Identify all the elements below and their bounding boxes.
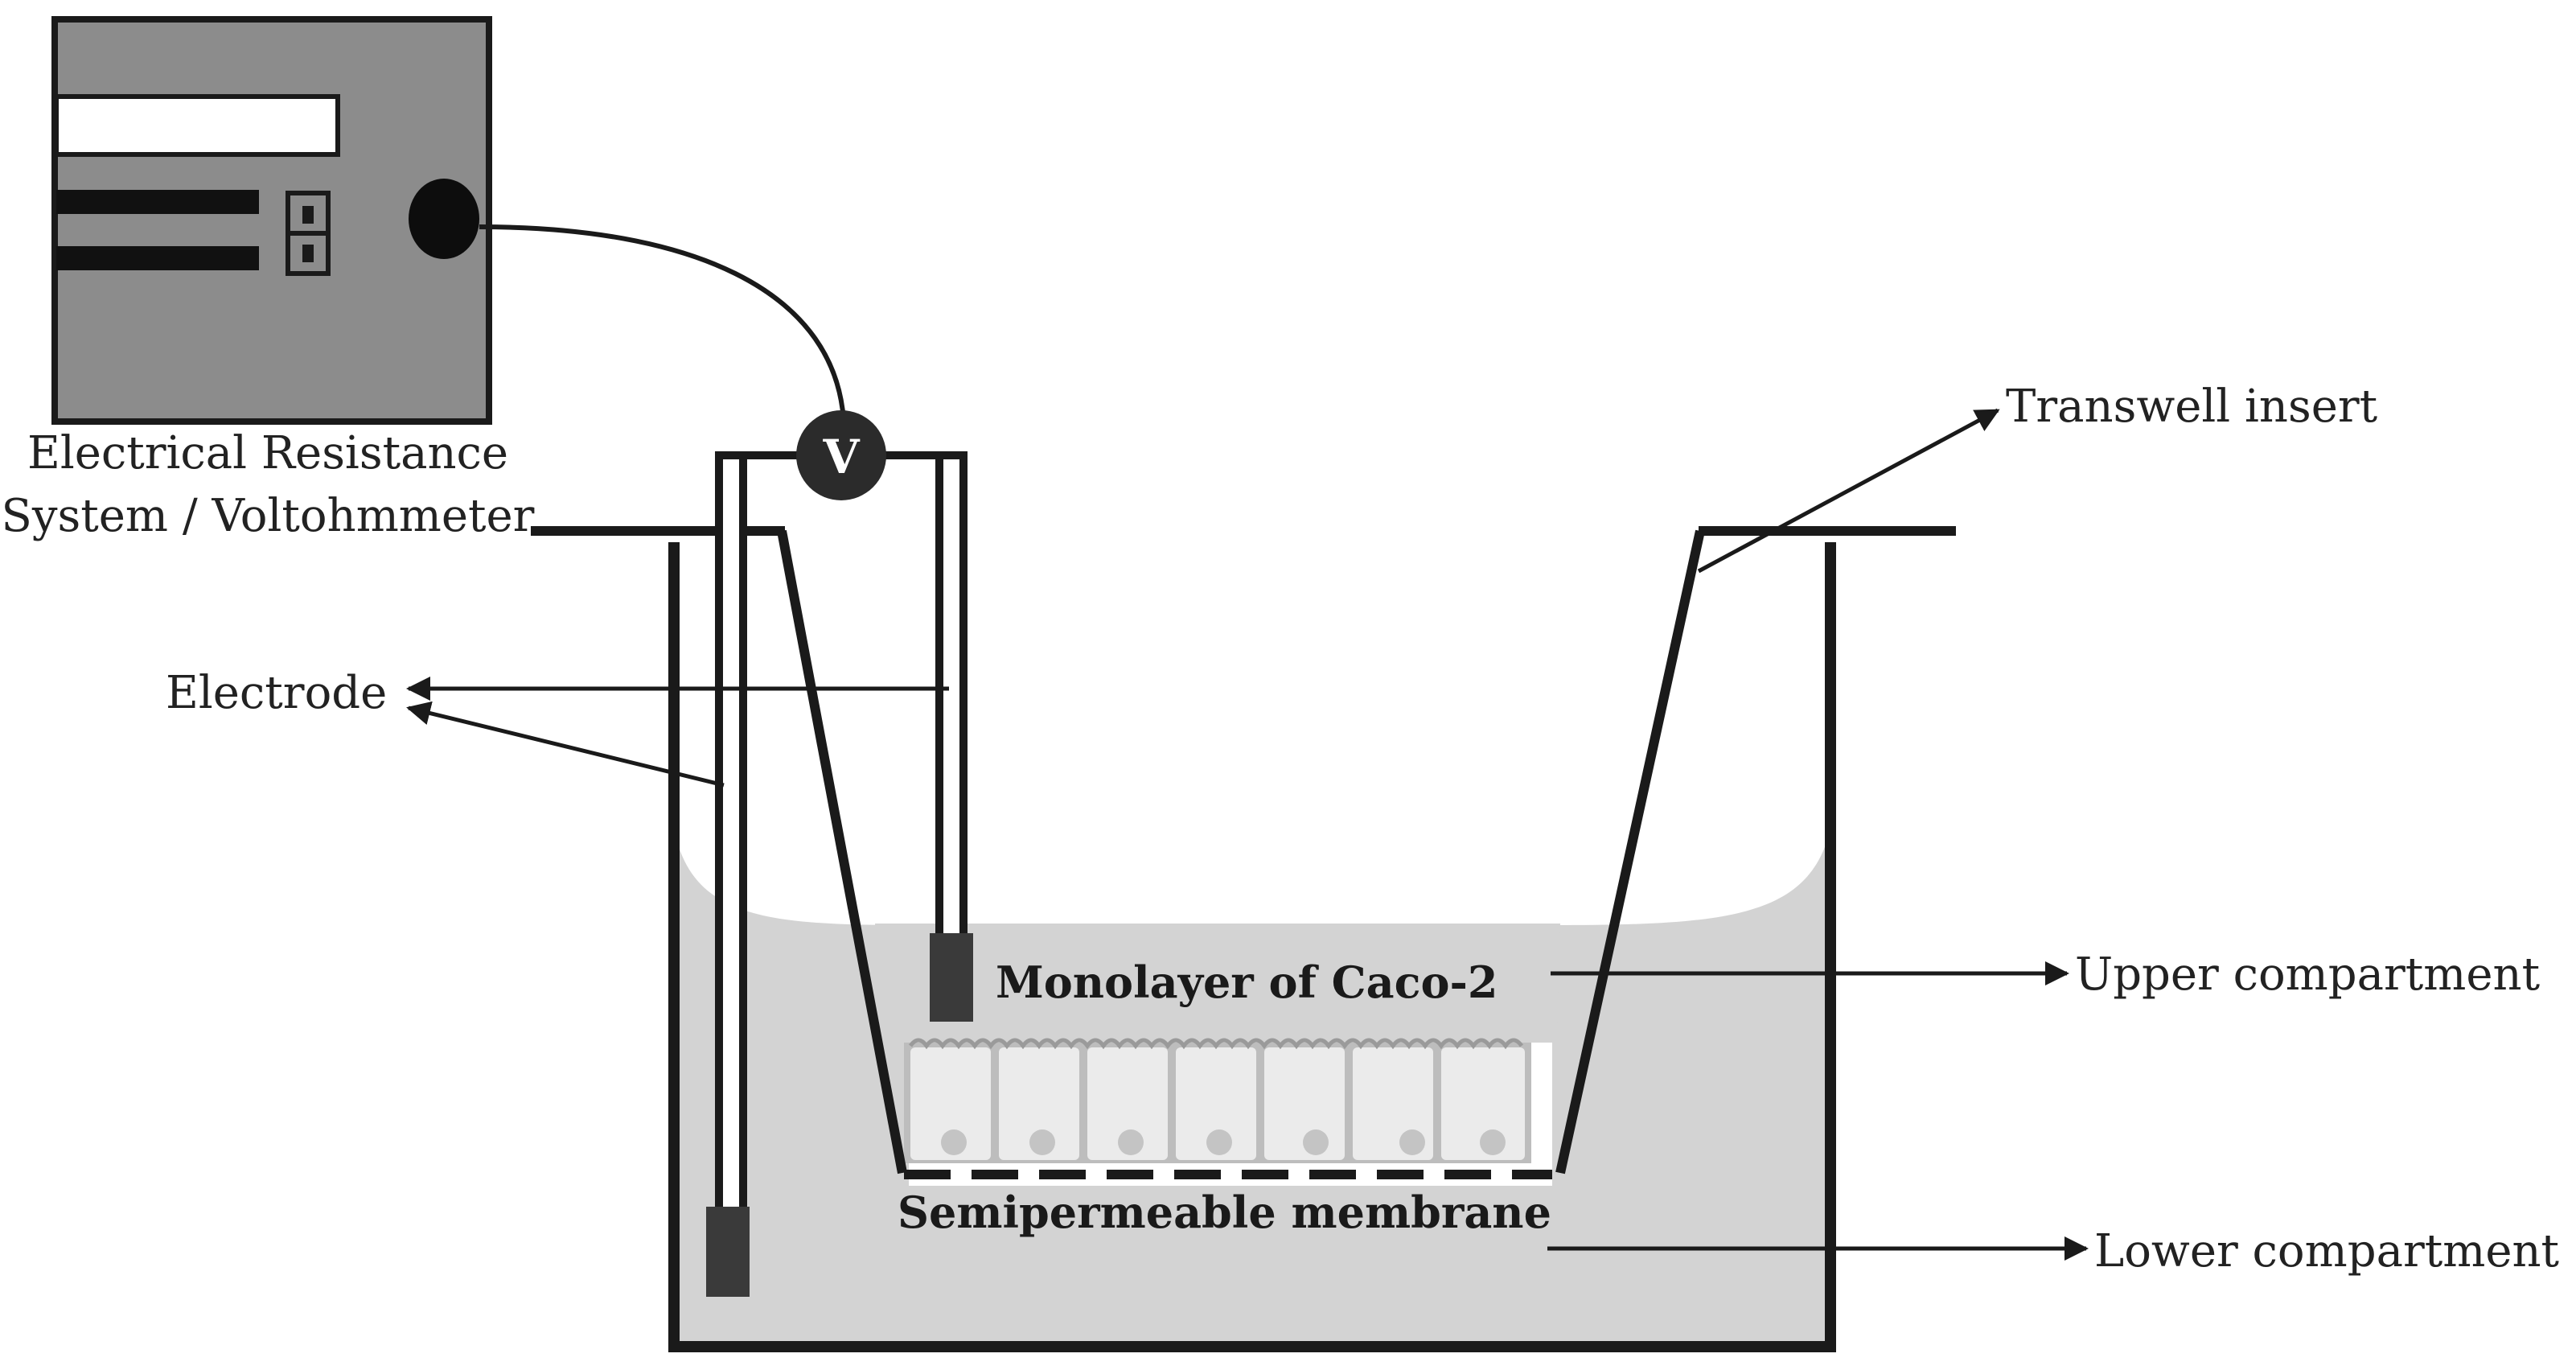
caco2-monolayer <box>904 1038 1531 1163</box>
cell <box>1176 1047 1256 1160</box>
electrode-label: Electrode <box>166 667 387 719</box>
cell <box>1353 1047 1433 1160</box>
electrode-arrow-bottom <box>406 701 725 788</box>
upper-compartment-label: Upper compartment <box>2075 948 2541 1001</box>
upper-compartment-medium <box>875 924 1560 1043</box>
transwell-insert-arrow <box>1697 408 2000 574</box>
lower-compartment-label: Lower compartment <box>2094 1225 2560 1277</box>
voltmeter-symbol: V <box>822 430 860 484</box>
microvilli <box>908 1038 1524 1050</box>
semipermeable-membrane-label: Semipermeable membrane <box>898 1187 1551 1238</box>
electrode-circuit: V <box>706 410 973 1297</box>
device-connector-port <box>409 179 479 259</box>
device-display <box>54 94 340 157</box>
device-label-line2: System / Voltohmmeter <box>2 490 535 542</box>
cell <box>999 1047 1079 1160</box>
transwell-insert-label: Transwell insert <box>2006 381 2378 433</box>
electrode-outer-tip <box>706 1207 750 1297</box>
monolayer-label: Monolayer of Caco-2 <box>996 957 1498 1008</box>
cell <box>1264 1047 1345 1160</box>
device-bar-bottom <box>56 246 259 270</box>
well-outline <box>668 542 1836 1352</box>
cell <box>1441 1047 1525 1160</box>
cell <box>1087 1047 1168 1160</box>
voltohmmeter-device <box>51 16 492 425</box>
insert-wall-right <box>1555 529 1705 1175</box>
cell <box>910 1047 991 1160</box>
lower-compartment-medium <box>674 829 1830 1347</box>
device-switch <box>286 191 331 276</box>
device-label-line1: Electrical Resistance <box>27 427 508 479</box>
insert-wall-left <box>777 529 907 1175</box>
electrode-inner <box>935 451 968 947</box>
electrode-outer <box>715 451 747 1220</box>
device-cable <box>479 224 845 413</box>
device-bar-top <box>56 190 259 214</box>
voltmeter-icon <box>796 410 886 500</box>
electrode-inner-tip <box>930 933 973 1022</box>
